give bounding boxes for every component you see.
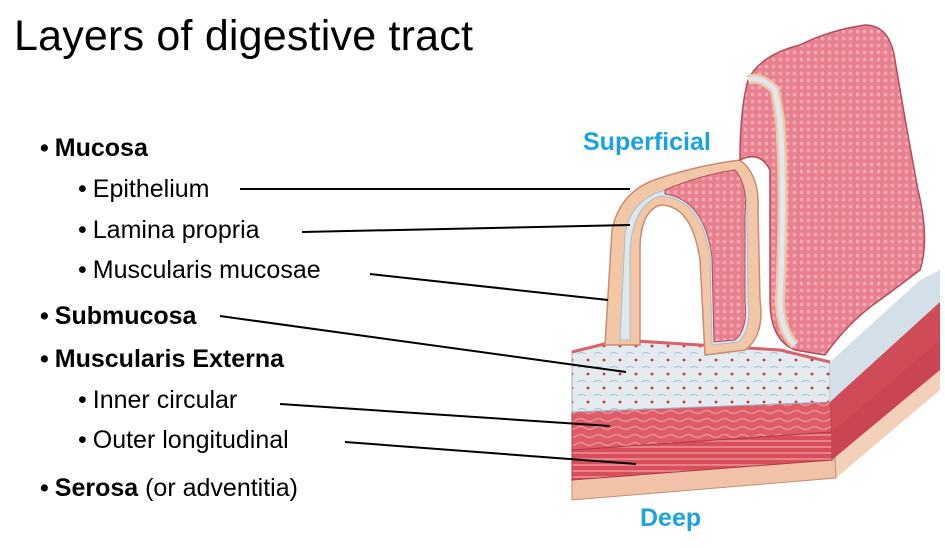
outer-longitudinal-leader bbox=[344, 441, 637, 465]
list-item-lamina-propria: •Lamina propria bbox=[78, 216, 260, 245]
villus-left-mucosa bbox=[664, 169, 746, 343]
list-item-muscularis-externa: •Muscularis Externa bbox=[40, 345, 284, 374]
bullet: • bbox=[40, 474, 49, 502]
label-inner-circular: Inner circular bbox=[92, 386, 238, 414]
list-item-mucosa: •Mucosa bbox=[40, 134, 148, 163]
list-item-inner-circular: •Inner circular bbox=[78, 386, 237, 415]
submucosa-leader bbox=[219, 315, 627, 373]
label-mucosa: Mucosa bbox=[54, 134, 148, 162]
bullet: • bbox=[78, 175, 87, 203]
label-serosa-note: (or adventitia) bbox=[145, 474, 298, 502]
list-item-muscularis-mucosae: •Muscularis mucosae bbox=[78, 256, 321, 285]
label-muscularis-mucosae: Muscularis mucosae bbox=[92, 256, 321, 284]
list-item-serosa: •Serosa (or adventitia) bbox=[40, 474, 298, 503]
leader-lines bbox=[219, 188, 637, 465]
bullet: • bbox=[40, 302, 49, 330]
muscularis-mucosae-band bbox=[571, 338, 831, 364]
superficial-label: Superficial bbox=[583, 128, 711, 156]
label-serosa: Serosa bbox=[54, 474, 139, 502]
inner-circular-layer bbox=[571, 300, 940, 451]
bullet: • bbox=[78, 386, 87, 414]
lamina-propria-leader bbox=[301, 224, 631, 233]
muscularis-mucosae-leader bbox=[369, 273, 609, 301]
list-item-epithelium: •Epithelium bbox=[78, 175, 210, 204]
label-outer-longitudinal: Outer longitudinal bbox=[92, 426, 289, 454]
list-item-submucosa: •Submucosa bbox=[40, 302, 196, 331]
label-muscularis-externa: Muscularis Externa bbox=[54, 345, 285, 373]
bullet: • bbox=[40, 134, 49, 162]
label-submucosa: Submucosa bbox=[54, 302, 197, 330]
label-epithelium: Epithelium bbox=[92, 175, 210, 203]
bullet: • bbox=[78, 216, 87, 244]
bullet: • bbox=[78, 426, 87, 454]
bullet: • bbox=[40, 345, 49, 373]
label-lamina-propria: Lamina propria bbox=[92, 216, 260, 244]
list-item-outer-longitudinal: •Outer longitudinal bbox=[78, 426, 289, 455]
page-title: Layers of digestive tract bbox=[14, 12, 474, 60]
bullet: • bbox=[78, 256, 87, 284]
villus-right bbox=[739, 24, 926, 356]
inner-circular-leader bbox=[279, 403, 611, 427]
deep-label: Deep bbox=[640, 504, 702, 532]
